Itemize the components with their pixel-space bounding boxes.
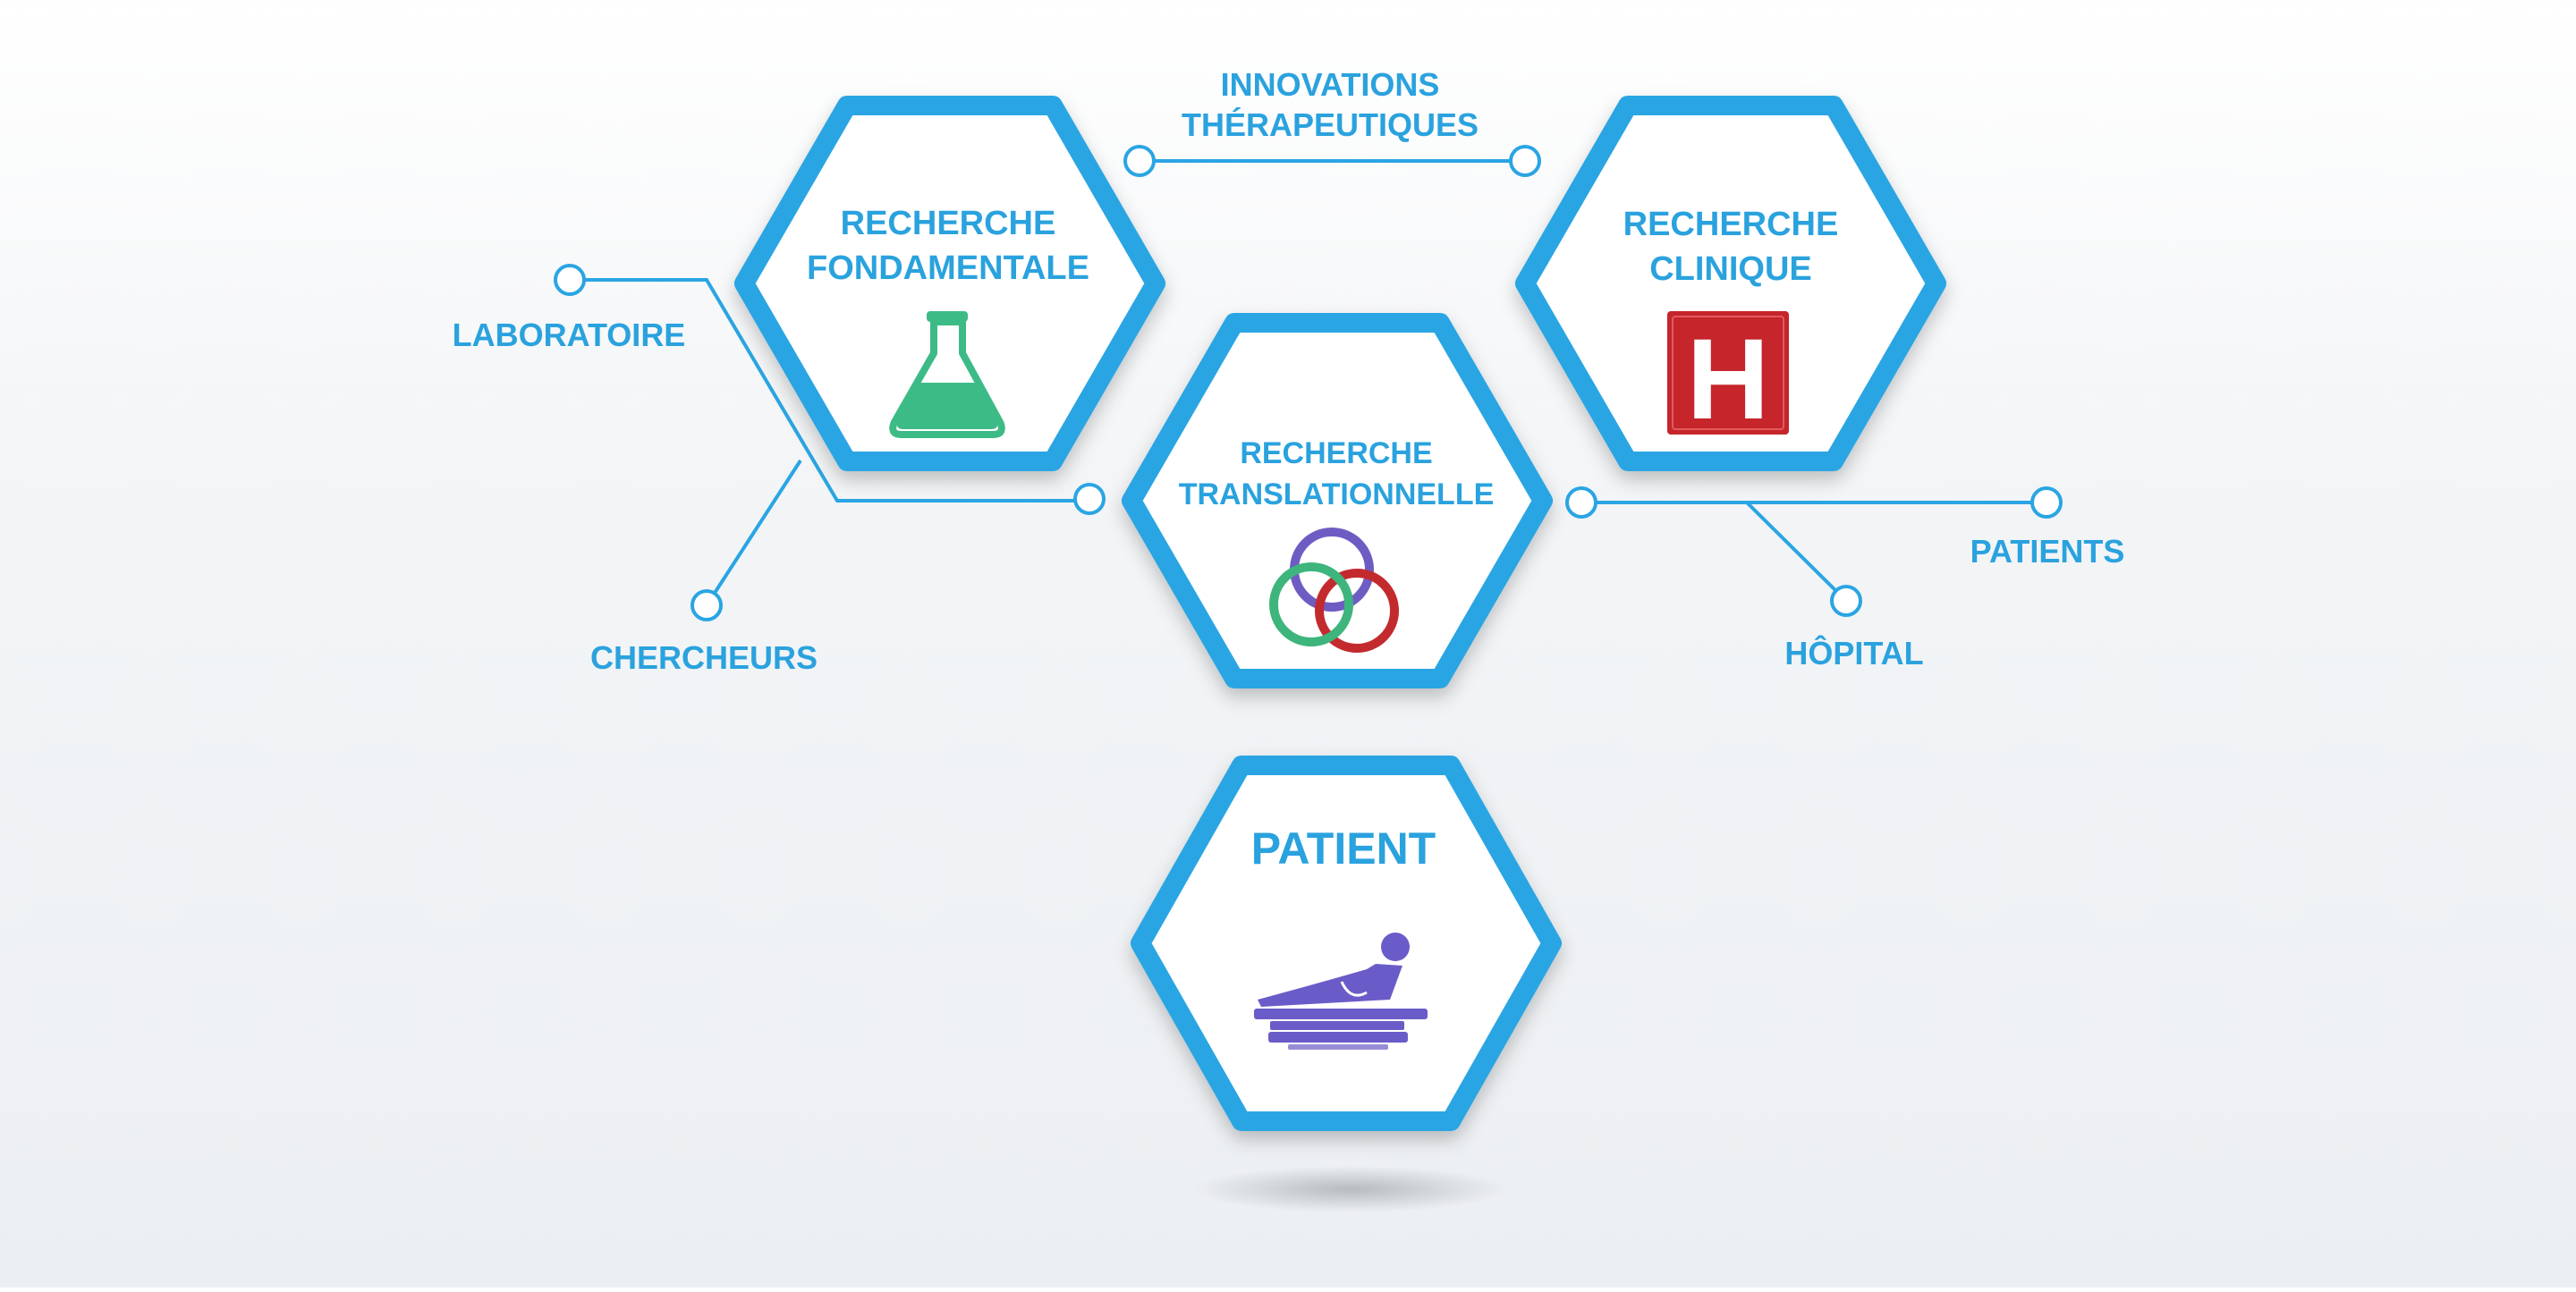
hex-title-line1: RECHERCHE bbox=[841, 205, 1056, 242]
hospital-h-icon: H bbox=[1667, 311, 1789, 443]
connector-hopital bbox=[1745, 501, 1848, 603]
label-innovations-line2: THÉRAPEUTIQUES bbox=[1182, 106, 1479, 143]
node-laboratoire bbox=[554, 264, 586, 296]
connector-lines bbox=[570, 159, 2046, 607]
node-chercheurs bbox=[691, 589, 723, 621]
label-laboratoire: LABORATOIRE bbox=[453, 317, 686, 353]
floor-shadow bbox=[1194, 1166, 1507, 1212]
node-hopital bbox=[1830, 585, 1862, 617]
node-translation-left bbox=[1073, 483, 1106, 515]
hex-title-line2: CLINIQUE bbox=[1649, 250, 1812, 288]
hex-shape bbox=[734, 96, 1165, 471]
label-patients: PATIENTS bbox=[1970, 533, 2125, 570]
hospital-letter: H bbox=[1687, 316, 1769, 443]
flask-icon bbox=[889, 311, 1005, 438]
hex-title-line1: RECHERCHE bbox=[1240, 436, 1432, 470]
hex-recherche-translationnelle: RECHERCHE TRANSLATIONNELLE bbox=[1122, 313, 1553, 688]
hex-patient: PATIENT bbox=[1131, 756, 1562, 1131]
hex-recherche-fondamentale: RECHERCHE FONDAMENTALE bbox=[734, 96, 1165, 471]
hex-title-line2: FONDAMENTALE bbox=[807, 249, 1089, 287]
hex-title-line1: RECHERCHE bbox=[1623, 206, 1839, 243]
node-patients bbox=[2030, 486, 2063, 519]
label-hopital: HÔPITAL bbox=[1784, 634, 1923, 671]
node-innovations-left bbox=[1123, 145, 1156, 177]
hex-shape bbox=[1131, 756, 1562, 1131]
hex-shape bbox=[1515, 96, 1946, 471]
connector-laboratoire bbox=[570, 278, 1075, 502]
label-chercheurs: CHERCHEURS bbox=[590, 639, 818, 676]
hex-shape bbox=[1122, 313, 1553, 688]
label-innovations-line1: INNOVATIONS bbox=[1221, 66, 1440, 103]
node-translation-right bbox=[1565, 486, 1597, 519]
hex-title-line2: TRANSLATIONNELLE bbox=[1179, 477, 1495, 511]
interlocking-rings-icon bbox=[1269, 528, 1399, 653]
connector-chercheurs bbox=[705, 459, 802, 607]
node-innovations-right bbox=[1509, 145, 1541, 177]
hex-recherche-clinique: RECHERCHE CLINIQUE H bbox=[1515, 96, 1946, 471]
connector-nodes bbox=[554, 145, 2063, 621]
connector-label-group: INNOVATIONS THÉRAPEUTIQUES LABORATOIRE C… bbox=[453, 66, 2125, 676]
patient-bed-icon bbox=[1254, 933, 1428, 1050]
hex-title-patient: PATIENT bbox=[1251, 823, 1436, 874]
